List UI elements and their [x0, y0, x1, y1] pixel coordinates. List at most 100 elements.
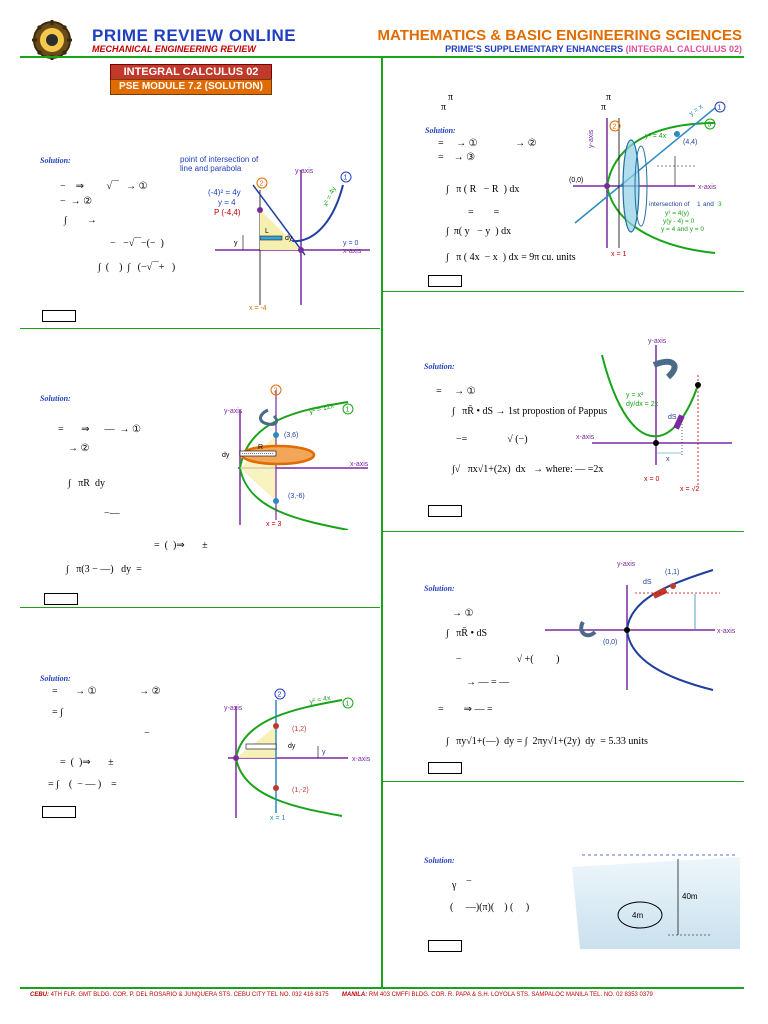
p3-eq1: = ⇒ — → ①: [58, 424, 141, 435]
footer-cebu-label: CEBU:: [30, 992, 49, 998]
marker-1: [342, 403, 354, 415]
x-minus4-label: x = -4: [249, 305, 267, 312]
int-a: 1: [697, 201, 701, 208]
p5-eq2: = ∫: [52, 707, 63, 718]
pt-1-2-label: (1,2): [292, 726, 306, 733]
upper-parabola: [626, 569, 714, 631]
footer: CEBU: 4TH FLR. GMT BLDG. COR. P. DEL ROS…: [30, 992, 653, 998]
p2-eq2: = → ③: [438, 152, 476, 163]
p3-eq2: → ②: [68, 443, 90, 454]
pt-1-neg2-label: (1,-2): [292, 787, 309, 794]
marker-1-label: 1: [718, 105, 722, 112]
rotation-arrow: [259, 408, 278, 426]
footer-manila-address: RM 403 CMFFI BLDG. COR. R. PAPA & S.H. L…: [368, 992, 653, 998]
brand-subtitle: MECHANICAL ENGINEERING REVIEW: [92, 44, 256, 54]
line-label: y = x: [688, 103, 705, 118]
marker-3: [704, 118, 716, 130]
point-1-1: [670, 583, 676, 589]
y-axis-label: y-axis: [224, 408, 243, 415]
point-1-2: [273, 723, 279, 729]
curve-label: y = x²: [626, 392, 644, 399]
dy-label: dy: [222, 452, 230, 459]
int-eq3: y = 4 and y = 0: [661, 226, 704, 233]
p1-eq4: − −√‾‾−(− ): [110, 238, 164, 249]
pt-3-neg6-label: (3,-6): [288, 493, 305, 500]
p1-eq1: − ⇒ √‾‾ → ①: [60, 181, 148, 192]
pse-prefix: PRIME'S SUPPLEMENTARY ENHANCERS: [445, 44, 624, 54]
x-label: x: [666, 456, 670, 463]
marker-1: [342, 697, 354, 709]
solution-label: Solution:: [424, 584, 455, 593]
y-axis-label: y-axis: [588, 129, 595, 148]
origin-point: [653, 440, 659, 446]
answer-box: [44, 593, 78, 605]
pse-title: PRIME'S SUPPLEMENTARY ENHANCERS (INTEGRA…: [445, 44, 742, 54]
origin-point: [624, 627, 630, 633]
module-title: INTEGRAL CALCULUS 02: [110, 64, 272, 80]
p1-l2: y = 4: [218, 198, 236, 207]
dS-element: [673, 414, 685, 430]
p1-eq3: ∫ →: [64, 215, 97, 226]
p5-eq5: = ∫ ( − — ) =: [48, 779, 117, 790]
p2-pi4: π: [601, 102, 607, 113]
lower-parabola: [235, 757, 343, 817]
p4-graph: y-axis x-axis y = x² dy/dx = 2x dS x x =…: [576, 338, 732, 493]
p6-eq5: = ⇒ — =: [438, 704, 493, 715]
x-axis-label: x-axis: [343, 248, 362, 255]
int-b: and: [703, 201, 714, 208]
solution-label: Solution:: [40, 156, 71, 165]
pt-3-6-label: (3,6): [284, 432, 298, 439]
row-divider: [383, 531, 744, 532]
subject-title: MATHEMATICS & BASIC ENGINEERING SCIENCES: [377, 27, 742, 44]
x-axis-label: x-axis: [717, 628, 736, 635]
p2-graph: (0,0) (4,4) y-axis x-axis y² = 4x y = x …: [569, 101, 726, 258]
solution-label: Solution:: [424, 856, 455, 865]
x-axis-label: x-axis: [352, 756, 371, 763]
p5-graph: 2 1 y-axis x-axis y² = 4x (1,2) (1,-2) d…: [224, 688, 371, 822]
answer-box: [42, 310, 76, 322]
marker-1-label: 1: [346, 701, 350, 708]
point-1-neg2: [273, 785, 279, 791]
marker-2-label: 2: [260, 181, 264, 188]
x1-label: x = 1: [611, 251, 626, 258]
x-axis-label: x-axis: [350, 461, 369, 468]
p6-graph: y-axis x-axis (1,1) (0,0) dS: [545, 561, 736, 691]
p1-l1: (-4)² = 4y: [208, 188, 241, 197]
p7-eq1: −: [466, 876, 472, 887]
p2-pi3: π: [606, 92, 612, 103]
rotation-arrow: [579, 620, 597, 638]
solution-label: Solution:: [40, 394, 71, 403]
p2-eq4: = =: [468, 207, 500, 218]
diameter-label: 4m: [632, 911, 643, 920]
prime-logo: [32, 20, 72, 60]
dS-label: dS: [668, 414, 677, 421]
xroot2-label: x = √2: [680, 485, 699, 493]
p4-eq2: ∫ πR̄ • dS → 1st propostion of Pappus: [452, 406, 608, 417]
y-axis-label: y-axis: [648, 338, 667, 345]
curve-label: y² = 12x: [309, 403, 336, 416]
line-L: [252, 184, 306, 256]
x3-label: x = 3: [266, 521, 281, 528]
p3-eq3: ∫ πR dy: [68, 478, 105, 489]
p4-eq3: −= √ (−): [456, 434, 528, 445]
answer-box: [428, 275, 462, 287]
slope-label: dy/dx = 2x: [626, 401, 659, 408]
row-divider: [20, 328, 380, 329]
washer: [622, 139, 640, 233]
marker-2: [256, 177, 268, 189]
pt-1-1-label: (1,1): [665, 569, 679, 576]
y-label: y: [322, 749, 326, 756]
lower-parabola: [626, 629, 714, 691]
row-divider: [383, 781, 744, 782]
brand-title: PRIME REVIEW ONLINE: [92, 26, 297, 45]
dS-label: dS: [643, 579, 652, 586]
row-divider: [20, 607, 380, 608]
x-axis-label: x-axis: [698, 184, 717, 191]
y-label: y: [234, 240, 238, 247]
p3-eq6: ∫ π(3 − —) dy =: [66, 564, 142, 575]
p2-pi2: π: [441, 102, 447, 113]
p2-eq3: ∫ π ( R − R ) dx: [446, 184, 520, 195]
y-axis-label: y-axis: [295, 168, 314, 175]
origin-point: [298, 247, 304, 253]
p1-eq5: ∫ ( ) ∫ (−√‾‾+ ): [98, 262, 176, 273]
